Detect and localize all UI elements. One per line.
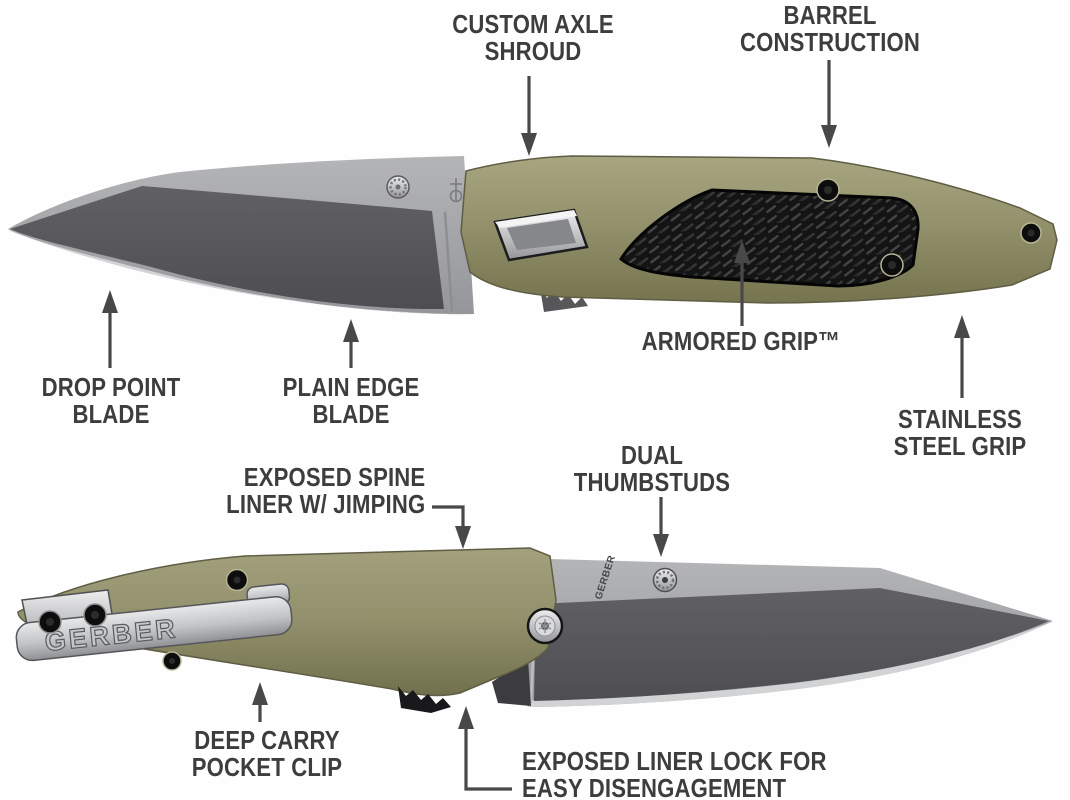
label-exposed-spine-liner: EXPOSED SPINE LINER W/ JIMPING [226,464,425,518]
label-line: STEEL GRIP [893,431,1027,461]
label-line: PLAIN EDGE [282,372,420,402]
handle-screw [816,178,840,202]
handle-screw [880,253,904,277]
label-line: ARMORED GRIP™ [641,326,841,356]
clip-screw [83,603,107,627]
handle-screw [162,651,182,671]
pocket-clip: GERBER [15,583,293,662]
label-armored-grip: ARMORED GRIP™ [642,328,841,355]
label-plain-edge-blade: PLAIN EDGE BLADE [283,374,420,428]
liner-lock-heel [492,658,531,706]
label-line: DROP POINT [41,372,181,402]
label-line: CUSTOM AXLE [452,9,614,39]
label-barrel-construction: BARREL CONSTRUCTION [740,2,920,56]
label-line: STAINLESS [898,404,1022,434]
gerber-logo-etch-icon [449,178,463,203]
bottom-jimping [398,686,451,713]
handle-screw [225,568,249,592]
arrow-barrel-construction [821,60,837,148]
bottom-thumbstud [652,567,678,593]
bottom-knife: GERBER [15,547,1053,713]
clip-band [15,595,293,662]
arrow-deep-carry-pocket-clip [252,682,268,722]
top-thumbstud [386,175,410,199]
label-line: CONSTRUCTION [739,27,921,57]
clip-screw [38,610,62,634]
label-line: THUMBSTUDS [573,467,731,497]
label-line: DUAL [620,440,684,470]
label-deep-carry-pocket-clip: DEEP CARRY POCKET CLIP [192,727,342,781]
armored-grip-insert [619,188,920,288]
arrow-custom-axle-shroud [521,76,537,156]
label-line: BLADE [312,399,390,429]
label-line: BARREL [783,0,877,30]
arrow-exposed-spine-liner [432,505,471,549]
axle-shroud [493,208,589,262]
bottom-blade-edge-bevel [528,621,1053,707]
label-line: POCKET CLIP [191,752,343,782]
label-exposed-liner-lock: EXPOSED LINER LOCK FOR EASY DISENGAGEMEN… [522,748,827,800]
arrow-plain-edge-blade [343,319,359,368]
label-custom-axle-shroud: CUSTOM AXLE SHROUD [452,11,614,65]
label-stainless-steel-grip: STAINLESS STEEL GRIP [894,406,1027,460]
arrow-armored-grip [734,240,750,326]
pivot-screw [526,607,564,645]
arrow-stainless-steel-grip [954,315,970,398]
label-line: DEEP CARRY [194,725,340,755]
label-line: BLADE [72,399,150,429]
label-drop-point-blade: DROP POINT BLADE [42,374,181,428]
top-knife [8,155,1058,315]
label-dual-thumbstuds: DUAL THUMBSTUDS [574,442,730,496]
label-line: SHROUD [484,36,582,66]
arrow-exposed-liner-lock [458,706,512,791]
label-line: EXPOSED LINER LOCK FOR [522,746,827,776]
arrow-dual-thumbstuds [653,497,669,557]
label-line: EASY DISENGAGEMENT [522,773,787,800]
bottom-blade-flat [534,588,1049,701]
handle-screw [1020,222,1042,244]
callout-arrows [102,60,970,791]
label-line: LINER W/ JIMPING [225,489,425,519]
top-blade-flat [10,186,444,310]
label-line: EXPOSED SPINE [243,462,425,492]
top-blade-plunge-line [443,211,454,313]
arrow-drop-point-blade [102,290,118,368]
